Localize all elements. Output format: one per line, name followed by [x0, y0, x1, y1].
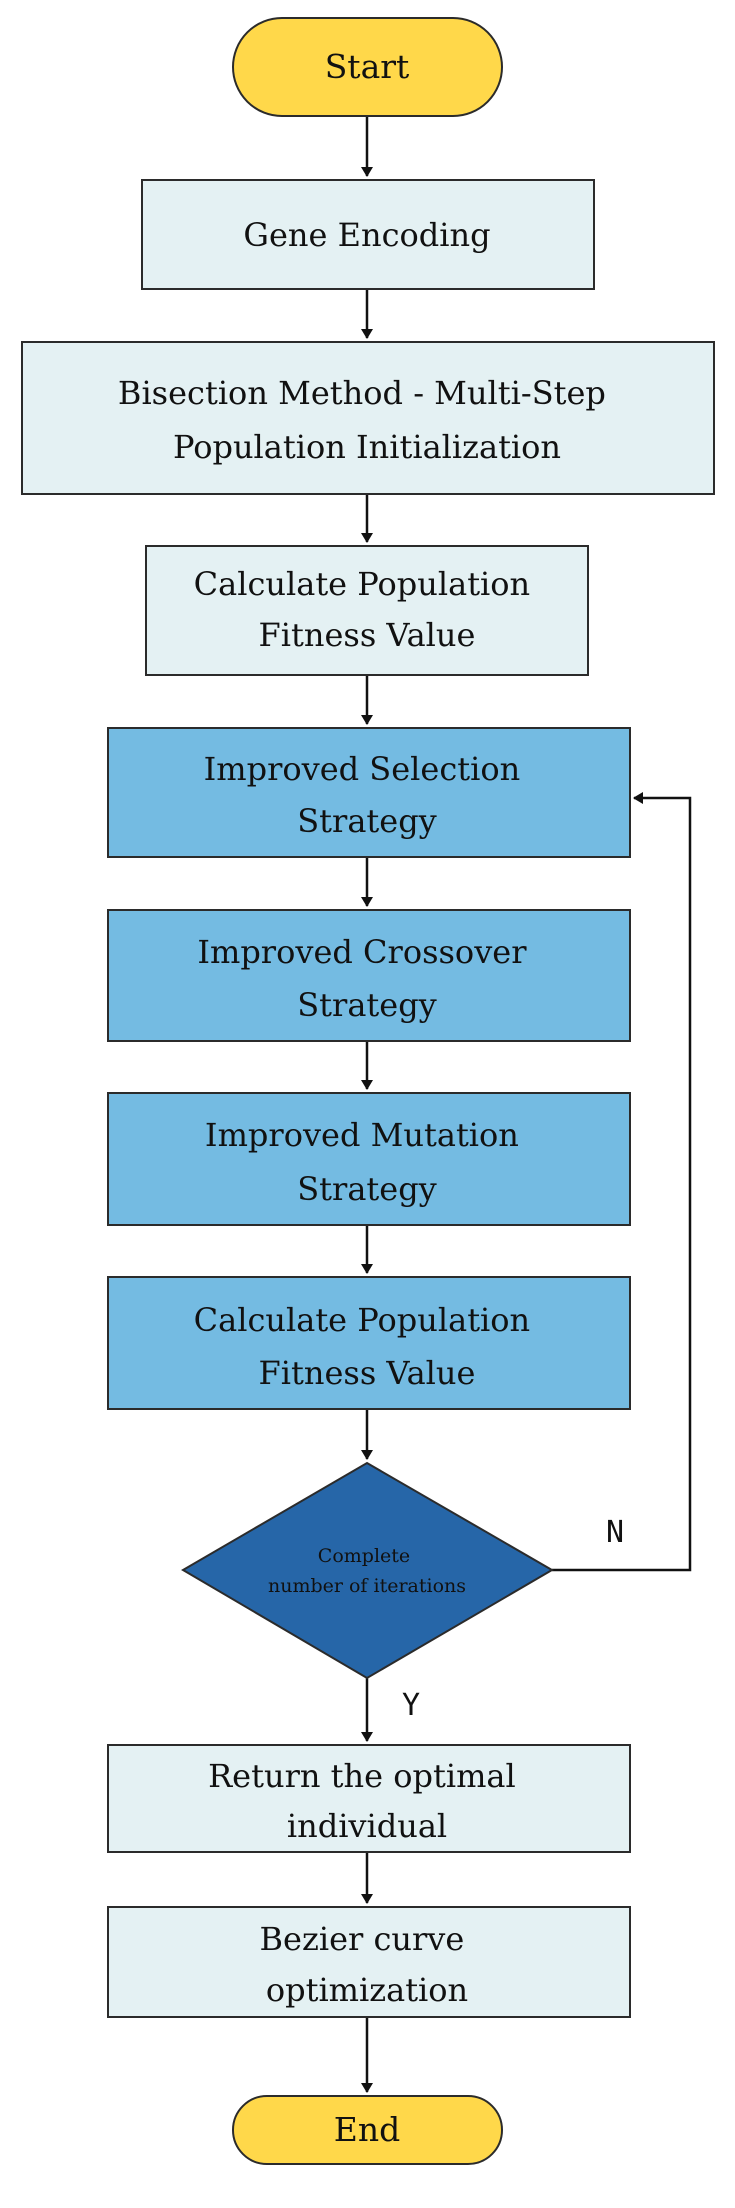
crossover-shape	[107, 909, 631, 1042]
selection-label: Improved Selection Strategy	[204, 750, 531, 840]
decision-shape	[181, 1461, 554, 1680]
gene-encoding-label: Gene Encoding	[243, 216, 490, 254]
mutation-shape	[107, 1092, 631, 1226]
yes-branch-label: Y	[402, 1688, 420, 1723]
population-init-label: Bisection Method - Multi-Step Population…	[118, 374, 616, 466]
fitness-2-label: Calculate Population Fitness Value	[194, 1301, 541, 1392]
fitness-1-shape	[145, 545, 589, 676]
population-init-box: Bisection Method - Multi-Step Population…	[21, 341, 715, 495]
crossover-box: Improved Crossover Strategy	[107, 909, 631, 1042]
bezier-label: Bezier curve optimization	[260, 1920, 475, 2009]
selection-box: Improved Selection Strategy	[107, 727, 631, 858]
crossover-label: Improved Crossover Strategy	[197, 933, 536, 1024]
start-label: Start	[325, 47, 410, 86]
gene-encoding-box: Gene Encoding	[141, 179, 595, 290]
return-optimal-box: Return the optimal individual	[107, 1744, 631, 1853]
fitness-box-2: Calculate Population Fitness Value	[107, 1276, 631, 1410]
end-terminal: End	[232, 2095, 503, 2165]
decision-label: Complete number of iterations	[268, 1545, 466, 1597]
fitness-2-shape	[107, 1276, 631, 1410]
fitness-box-1: Calculate Population Fitness Value	[145, 545, 589, 676]
population-init-shape	[21, 341, 715, 495]
fitness-1-label: Calculate Population Fitness Value	[194, 565, 541, 654]
iterations-decision: Complete number of iterations	[181, 1461, 554, 1680]
bezier-box: Bezier curve optimization	[107, 1906, 631, 2018]
arrow-decision-no-loop-to-selection	[552, 792, 692, 1572]
no-branch-label: N	[606, 1515, 624, 1550]
return-optimal-label: Return the optimal individual	[208, 1757, 526, 1845]
selection-shape	[107, 727, 631, 858]
return-optimal-shape	[107, 1744, 631, 1853]
start-terminal: Start	[232, 17, 503, 117]
mutation-box: Improved Mutation Strategy	[107, 1092, 631, 1226]
gene-encoding-shape	[141, 179, 595, 290]
mutation-label: Improved Mutation Strategy	[205, 1116, 529, 1208]
bezier-shape	[107, 1906, 631, 2018]
start-shape	[232, 17, 503, 117]
end-shape	[232, 2095, 503, 2165]
connectors	[361, 116, 692, 2093]
end-label: End	[334, 2110, 400, 2149]
